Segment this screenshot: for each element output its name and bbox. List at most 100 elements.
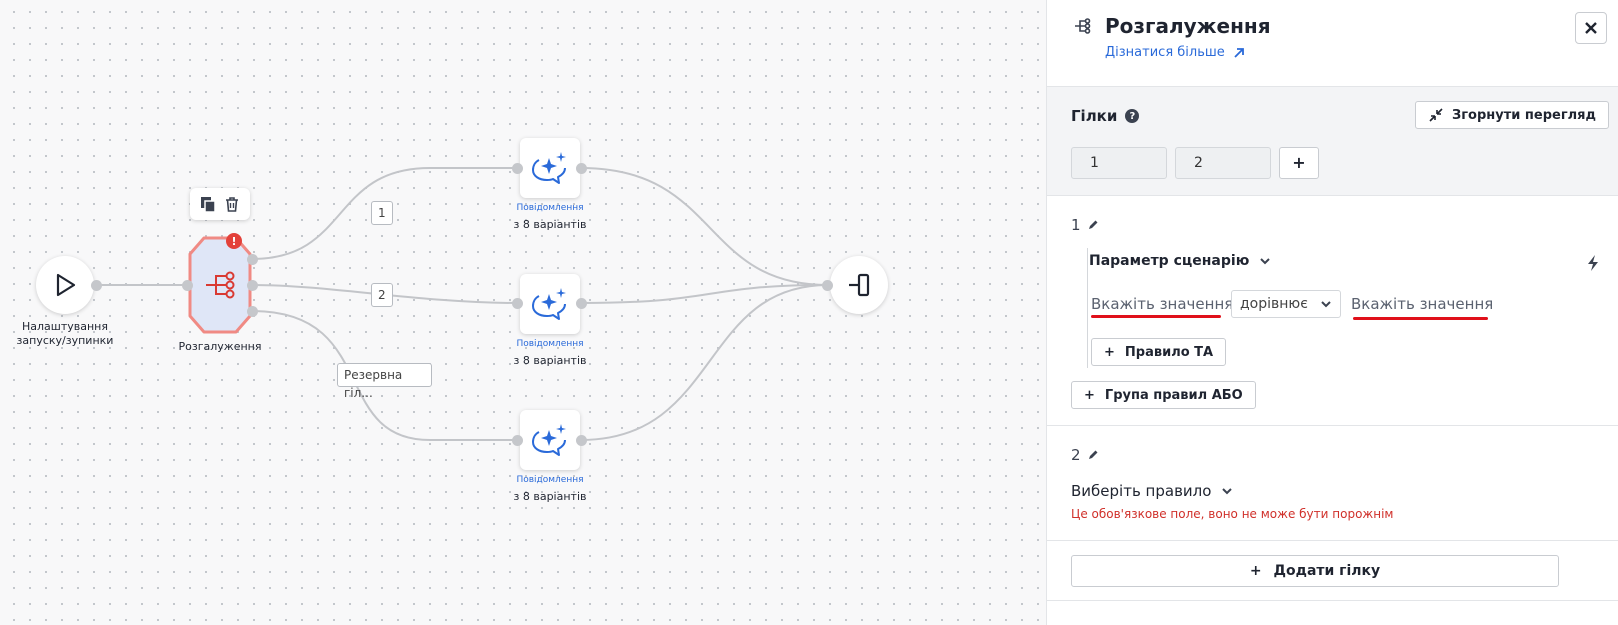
right-value-input[interactable]: Вкажіть значення	[1351, 295, 1494, 313]
edge-msg2-end	[580, 284, 829, 304]
start-node[interactable]	[36, 256, 94, 314]
panel-header: Розгалуження Дізнатися більше	[1047, 0, 1618, 86]
divider	[1047, 540, 1618, 541]
branch-2-header[interactable]: 2	[1071, 446, 1099, 464]
select-rule-dropdown[interactable]: Виберіть правило	[1071, 482, 1233, 500]
help-icon[interactable]: ?	[1125, 109, 1140, 123]
message-1-in-port[interactable]	[512, 163, 523, 174]
parameter-label: Параметр сценарію	[1089, 253, 1250, 269]
branches-section: Гілки ? Згорнути перегляд 1 2 +	[1047, 86, 1618, 196]
collapse-icon	[1429, 108, 1443, 122]
operator-select[interactable]: дорівнює	[1231, 290, 1341, 318]
edge-msg1-end	[580, 167, 829, 286]
output-port[interactable]	[91, 280, 102, 291]
error-badge: !	[226, 233, 242, 249]
divider	[1047, 425, 1618, 426]
ai-message-icon	[532, 288, 566, 320]
plus-icon: +	[1104, 344, 1115, 360]
edge-branch-msg1	[251, 167, 518, 260]
edge-label-2[interactable]: 2	[371, 283, 393, 307]
learn-more-link[interactable]: Дізнатися більше	[1105, 45, 1245, 60]
message-1-subtitle: з 8 варіантів	[513, 218, 587, 231]
ai-message-icon	[532, 152, 566, 184]
bolt-icon[interactable]	[1586, 254, 1600, 272]
close-button[interactable]	[1575, 12, 1607, 44]
message-3-title: Повідомлення	[516, 475, 584, 485]
branches-title-text: Гілки	[1071, 107, 1118, 125]
edge-label-1[interactable]: 1	[371, 201, 393, 225]
message-1-title: Повідомлення	[516, 203, 584, 213]
start-label-line1: Налаштування	[22, 320, 108, 333]
branch-node-label: Розгалуження	[178, 340, 262, 353]
pencil-icon[interactable]	[1087, 219, 1099, 231]
branch-1-name: 1	[1071, 216, 1081, 234]
branch-chip-1[interactable]: 1	[1071, 147, 1167, 179]
add-branch-label: Додати гілку	[1273, 563, 1381, 579]
message-3-subtitle: з 8 варіантів	[513, 490, 587, 503]
branches-title: Гілки ?	[1071, 107, 1140, 125]
message-2-out-port[interactable]	[576, 298, 587, 309]
play-icon	[56, 273, 76, 297]
rule-group	[1087, 248, 1607, 368]
add-branch-chip[interactable]: +	[1279, 147, 1319, 179]
trash-icon[interactable]	[223, 195, 241, 213]
branch-2-name: 2	[1071, 446, 1081, 464]
learn-more-label: Дізнатися більше	[1105, 45, 1225, 60]
left-value-input[interactable]: Вкажіть значення	[1091, 295, 1234, 313]
operator-value: дорівнює	[1240, 296, 1308, 312]
external-arrow-icon	[1234, 47, 1244, 58]
ai-message-icon	[532, 424, 566, 456]
message-node-3[interactable]	[520, 410, 580, 470]
start-node-label: Налаштування запуску/зупинки	[10, 320, 120, 348]
branch-1-header[interactable]: 1	[1071, 216, 1099, 234]
end-in-port[interactable]	[822, 280, 833, 291]
start-label-line2: запуску/зупинки	[16, 334, 114, 347]
exit-icon	[849, 273, 870, 297]
branch-chip-2[interactable]: 2	[1175, 147, 1271, 179]
message-2-title: Повідомлення	[516, 339, 584, 349]
copy-icon[interactable]	[199, 195, 217, 213]
and-rule-label: Правило ТА	[1124, 344, 1214, 360]
pencil-icon[interactable]	[1087, 449, 1099, 461]
message-2-in-port[interactable]	[512, 298, 523, 309]
plus-icon: +	[1084, 387, 1095, 403]
add-and-rule-button[interactable]: + Правило ТА	[1091, 338, 1227, 366]
node-toolbar	[190, 188, 250, 220]
message-1-out-port[interactable]	[576, 163, 587, 174]
add-branch-button[interactable]: + Додати гілку	[1071, 555, 1559, 587]
left-value-error-underline	[1091, 315, 1221, 318]
branch-icon	[206, 271, 235, 299]
collapse-view-label: Згорнути перегляд	[1452, 107, 1596, 123]
chevron-down-icon	[1321, 301, 1331, 308]
select-rule-label: Виберіть правило	[1071, 482, 1212, 500]
required-field-error: Це обов'язкове поле, воно не може бути п…	[1071, 507, 1394, 521]
input-port[interactable]	[182, 280, 193, 291]
add-or-group-button[interactable]: + Група правил АБО	[1071, 381, 1256, 409]
plus-icon: +	[1249, 563, 1262, 579]
panel-title: Розгалуження	[1105, 14, 1271, 38]
output-port-2[interactable]	[247, 280, 258, 291]
chevron-down-icon	[1222, 488, 1233, 495]
end-node[interactable]	[830, 256, 888, 314]
edge-msg3-end	[580, 284, 829, 441]
edges-layer	[96, 167, 829, 441]
branch-settings-panel: Розгалуження Дізнатися більше Гілки ? Зг…	[1046, 0, 1618, 625]
right-value-error-underline	[1353, 317, 1488, 320]
branch-icon	[1075, 18, 1091, 34]
divider	[1047, 600, 1618, 601]
output-port-1[interactable]	[247, 254, 258, 265]
message-node-1[interactable]	[520, 138, 580, 198]
edge-label-fallback[interactable]: Резервна гіл...	[337, 363, 432, 400]
message-3-in-port[interactable]	[512, 435, 523, 446]
close-icon	[1585, 22, 1597, 34]
message-3-out-port[interactable]	[576, 435, 587, 446]
or-group-label: Група правил АБО	[1104, 387, 1243, 403]
flow-canvas[interactable]: Налаштування запуску/зупинки ! Розгалуже…	[0, 0, 1080, 625]
output-port-fallback[interactable]	[247, 306, 258, 317]
message-node-2[interactable]	[520, 274, 580, 334]
parameter-selector[interactable]: Параметр сценарію	[1089, 253, 1271, 269]
message-2-subtitle: з 8 варіантів	[513, 354, 587, 367]
chevron-down-icon	[1260, 258, 1271, 265]
collapse-view-button[interactable]: Згорнути перегляд	[1415, 101, 1609, 129]
branch-node[interactable]	[186, 234, 254, 336]
